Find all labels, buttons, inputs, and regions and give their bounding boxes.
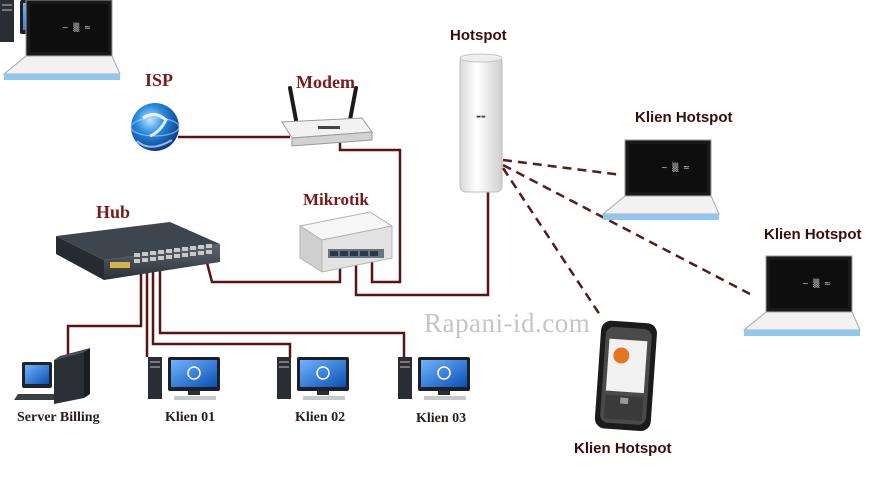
wired-links — [66, 135, 490, 358]
access-point-icon: ▬▬ — [459, 53, 503, 193]
globe-icon — [130, 103, 180, 151]
svg-text:▬▬: ▬▬ — [476, 114, 486, 120]
wireless-link-laptop-1 — [502, 158, 623, 177]
link-modem-mikrotik — [338, 143, 402, 284]
network-switch-icon — [56, 222, 220, 280]
netbook-icon — [743, 255, 861, 337]
watermark-text: Rapani-id.com — [424, 308, 591, 338]
link-hub-klien03 — [158, 270, 406, 358]
klien-hotspot-label-2: Klien Hotspot — [764, 226, 862, 243]
isp-label: ISP — [145, 70, 174, 90]
desktop-pc-icon — [397, 356, 471, 401]
wireless-links — [501, 158, 751, 319]
server-pc-icon — [14, 348, 90, 404]
modem-label: Modem — [296, 72, 355, 92]
wireless-link-laptop-2 — [502, 163, 751, 296]
link-hub-mikrotik — [203, 254, 342, 284]
desktop-pc-icon — [147, 356, 221, 401]
hotspot-label: Hotspot — [450, 27, 507, 44]
klien01-label: Klien 01 — [165, 410, 216, 425]
mobile-phone-icon — [594, 320, 657, 432]
mikrotik-routerboard-icon — [298, 211, 394, 273]
hub-label: Hub — [96, 202, 131, 222]
svg-text:~ ▒ ≈: ~ ▒ ≈ — [62, 22, 92, 32]
netbook-icon: ~ ▒ ≈ — [2, 0, 121, 80]
klien-hotspot-label-1: Klien Hotspot — [635, 109, 733, 126]
link-hub-server — [66, 270, 143, 356]
link-hotspot-mikrotik — [354, 192, 490, 297]
router-icon — [281, 86, 373, 147]
klien02-label: Klien 02 — [295, 410, 346, 425]
mikrotik-label: Mikrotik — [303, 190, 369, 209]
link-hub-klien02 — [151, 270, 292, 358]
klien03-label: Klien 03 — [416, 411, 467, 426]
klien-hotspot-label-3: Klien Hotspot — [574, 440, 672, 457]
desktop-pc-icon — [276, 356, 350, 401]
netbook-icon — [602, 139, 720, 221]
wireless-link-phone — [501, 167, 604, 319]
server-billing-label: Server Billing — [17, 410, 100, 425]
